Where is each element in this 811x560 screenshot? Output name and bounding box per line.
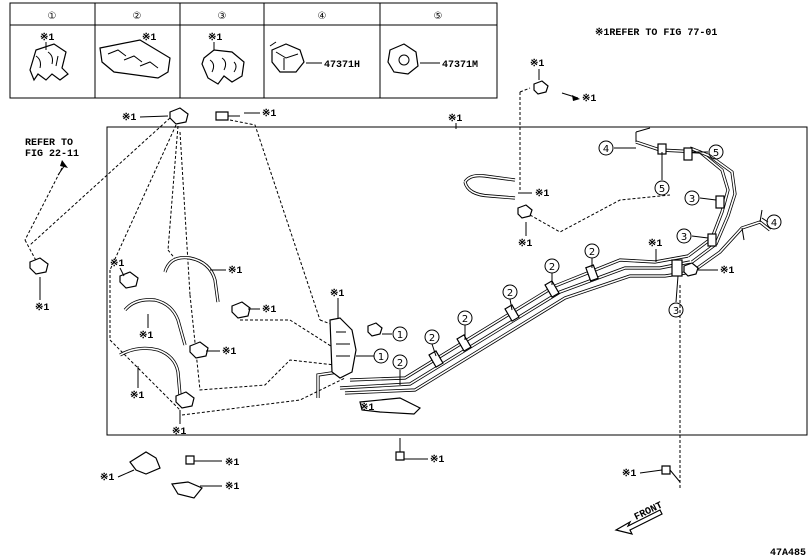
clamp-1-icon	[29, 43, 69, 82]
fuel-line-bundle	[316, 127, 771, 398]
legend-table: ① ② ③ ④ ⑤ ※1 ※1 ※1 47371H	[9, 2, 498, 99]
refer-fig-77-label: ※1REFER TO FIG 77-01	[595, 27, 717, 39]
callout-2b: 2	[429, 333, 435, 344]
legend-num-4: ④	[318, 11, 327, 22]
assembly-frame	[106, 126, 808, 436]
legend-mark-3: ※1	[208, 32, 222, 44]
callout-2a: 2	[397, 358, 403, 369]
mark-3: ※1	[448, 113, 462, 125]
mark-1: ※1	[122, 112, 136, 124]
legend-num-2: ②	[133, 11, 142, 22]
mark-labels: ※1 ※1 ※1 ※1 ※1 ※1 ※1 ※1 ※1 ※1 ※1 ※1 ※1 ※…	[35, 58, 734, 493]
clip-47371M-icon	[387, 43, 419, 75]
callout-4b: 4	[771, 218, 777, 229]
mark-19: ※1	[720, 265, 734, 277]
callout-1a: 1	[397, 330, 403, 341]
callout-2d: 2	[507, 288, 513, 299]
mark-21: ※1	[622, 468, 636, 480]
mark-12: ※1	[262, 304, 276, 316]
callout-3b: 3	[681, 232, 687, 243]
mark-4: ※1	[530, 58, 544, 70]
legend-num-3: ③	[218, 11, 227, 22]
legend-num-5: ⑤	[434, 11, 443, 22]
callout-5a: 5	[713, 148, 719, 159]
mark-23: ※1	[225, 457, 239, 469]
callout-3a: 3	[689, 194, 695, 205]
mark-8: ※1	[228, 265, 242, 277]
mark-13: ※1	[222, 346, 236, 358]
callout-5b: 5	[659, 184, 665, 195]
callout-1b: 1	[378, 352, 384, 363]
mark-7: ※1	[518, 238, 532, 250]
mark-16: ※1	[330, 288, 344, 300]
legend-code-4: 47371H	[324, 60, 360, 71]
legend-mark-1: ※1	[40, 32, 54, 44]
mark-11: ※1	[139, 330, 153, 342]
numbered-callouts: 1 1 2 2 2 2 2 2 3 3 3 4	[356, 140, 782, 385]
clamp-3-icon	[201, 49, 245, 85]
front-bracket	[329, 317, 422, 415]
mark-24: ※1	[225, 481, 239, 493]
legend-code-5: 47371M	[442, 60, 478, 71]
callout-3c: 3	[673, 306, 679, 317]
diagram-code: 47A485	[770, 548, 806, 559]
legend-mark-2: ※1	[142, 32, 156, 44]
refer-fig-22-line1: REFER TO	[25, 138, 73, 149]
clamp-2-icon	[99, 39, 171, 79]
dashed-leaders	[24, 87, 681, 490]
front-arrow: FRONT	[614, 501, 665, 535]
mark-17: ※1	[360, 402, 374, 414]
mark-2: ※1	[262, 108, 276, 120]
bundle-clamps	[428, 143, 725, 368]
mark-9: ※1	[110, 258, 124, 270]
callout-2f: 2	[589, 247, 595, 258]
mark-18: ※1	[648, 238, 662, 250]
mark-15: ※1	[172, 426, 186, 438]
callout-2e: 2	[549, 262, 555, 273]
mark-22: ※1	[100, 472, 114, 484]
refer-fig-22-line2: FIG 22-11	[25, 149, 79, 160]
legend-num-1: ①	[48, 11, 57, 22]
clip-47371H-icon	[269, 41, 305, 73]
mark-20: ※1	[430, 454, 444, 466]
small-clips	[29, 80, 699, 499]
mark-6: ※1	[535, 188, 549, 200]
mark-14: ※1	[130, 390, 144, 402]
mark-10: ※1	[35, 302, 49, 314]
callout-4a: 4	[603, 144, 609, 155]
callout-2c: 2	[462, 314, 468, 325]
mark-5: ※1	[582, 93, 596, 105]
hose-pieces	[119, 174, 516, 396]
